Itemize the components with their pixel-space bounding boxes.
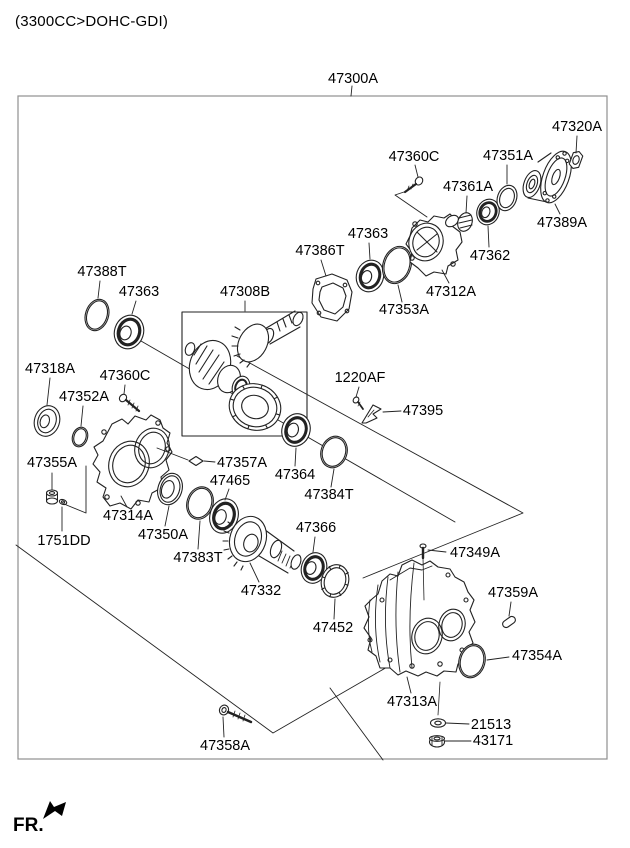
part-oring-47352A — [71, 426, 89, 448]
part-bolt-47358A — [218, 704, 253, 724]
part-stud-47349A — [419, 543, 427, 601]
part-companion-flange-47389A — [522, 150, 572, 204]
part-seal-47351A — [496, 184, 518, 212]
part-washer-1751DD — [58, 498, 68, 506]
part-main-case-47313A — [363, 559, 476, 677]
gear-set-box — [181, 311, 308, 437]
part-nut-47320A — [568, 150, 584, 170]
part-nut-43171 — [428, 735, 446, 748]
part-oring-47388T — [84, 298, 110, 332]
part-washer-21513 — [429, 718, 447, 728]
part-oring-47353A — [381, 245, 413, 285]
part-bolt-1220AF — [352, 396, 364, 410]
part-hypoid-gear-set — [184, 310, 304, 431]
part-plug-47359A — [502, 615, 516, 629]
fr-direction-label: FR. — [13, 815, 44, 836]
engine-variant-title: (3300CC>DOHC-GDI) — [15, 13, 169, 30]
part-spacer-47452 — [320, 564, 350, 598]
part-oring-47354A — [458, 643, 486, 679]
part-bearing-47364 — [281, 413, 311, 447]
part-bearing-47363-upper — [355, 259, 385, 293]
part-seal-47350A — [157, 472, 183, 506]
part-bolt-47360C-left — [118, 393, 141, 413]
part-spring-47361A — [457, 212, 473, 232]
part-bearing-47366 — [300, 552, 328, 584]
part-bracket-47395 — [361, 404, 382, 424]
part-cover-housing-47314A — [92, 414, 173, 510]
part-plug-47355A — [45, 489, 59, 505]
part-washer-47318A — [33, 405, 61, 437]
fr-direction-arrow-icon — [43, 801, 66, 819]
part-pin-47357A — [188, 455, 204, 467]
part-oring-47384T — [320, 435, 348, 469]
part-bolt-47360C-upper — [403, 176, 424, 194]
part-bearing-47363-left — [113, 314, 145, 350]
part-gasket-47386T — [311, 273, 353, 322]
leader-lines — [46, 85, 578, 742]
part-bearing-47362 — [476, 198, 500, 226]
part-output-gear-47332 — [222, 515, 302, 574]
diagram-border — [17, 95, 608, 760]
part-adapter-housing-47312A — [405, 213, 463, 277]
diagram-art — [15, 85, 584, 819]
